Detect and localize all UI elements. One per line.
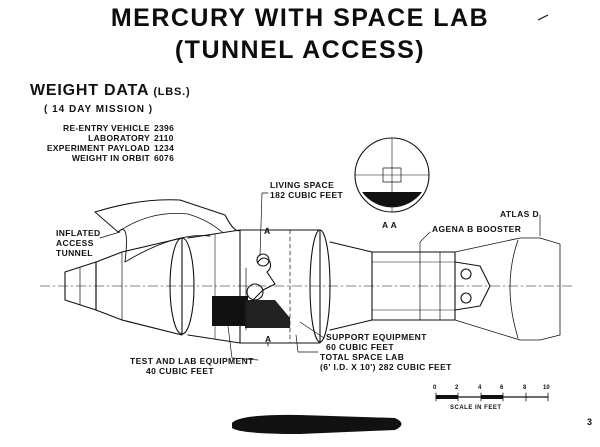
weight-row: WEIGHT IN ORBIT 6076 <box>34 153 184 163</box>
scale-tick: 0 <box>433 385 437 391</box>
label-section-view: A A <box>382 220 398 230</box>
agena-engine <box>454 261 491 311</box>
label-test-equipment: TEST AND LAB EQUIPMENT 40 CUBIC FEET <box>130 356 254 376</box>
weight-row-label: RE-ENTRY VEHICLE <box>63 123 150 133</box>
label-living-space: LIVING SPACE 182 CUBIC FEET <box>270 180 344 200</box>
weight-row-label: LABORATORY <box>88 133 150 143</box>
leader-test-equipment <box>227 325 259 361</box>
label-support-equipment: SUPPORT EQUIPMENT 60 CUBIC FEET <box>326 332 427 352</box>
weight-row-label: WEIGHT IN ORBIT <box>71 153 150 163</box>
weight-row-value: 2396 <box>154 123 175 133</box>
leader-living-space <box>259 192 269 257</box>
label-section-a-top: A <box>264 226 271 236</box>
scale-tick: 8 <box>523 385 527 391</box>
label-agena-b: AGENA B BOOSTER <box>432 224 522 234</box>
margin-mark <box>537 14 549 21</box>
capsule-body <box>95 237 183 336</box>
astronaut-figure <box>252 257 276 301</box>
weight-data-heading: WEIGHT DATA(LBS.) <box>30 82 191 100</box>
adapter-to-agena <box>329 241 373 331</box>
label-atlas-d: ATLAS D <box>500 209 539 219</box>
scale-tick: 4 <box>478 385 482 391</box>
page-title: MERCURY WITH SPACE LAB <box>110 4 490 32</box>
mission-duration: ( 14 DAY MISSION ) <box>44 104 154 115</box>
adapter-section <box>187 229 241 344</box>
leader-total-lab <box>295 334 319 353</box>
space-lab-cylinder <box>239 229 321 344</box>
label-inflated-tunnel: INFLATED ACCESS TUNNEL <box>56 228 101 258</box>
scale-tick: 6 <box>500 385 504 391</box>
lab-aft-bulkhead <box>309 229 331 343</box>
weight-row: RE-ENTRY VEHICLE 2396 <box>34 123 184 133</box>
leader-support <box>299 321 325 339</box>
weight-data-title: WEIGHT DATA <box>30 82 150 99</box>
weight-row-value: 1234 <box>154 143 175 153</box>
label-total-space-lab: TOTAL SPACE LAB (6' I.D. X 10') 282 CUBI… <box>320 352 452 372</box>
weight-row-label: EXPERIMENT PAYLOAD <box>46 143 150 153</box>
atlas-d-stage <box>454 237 561 341</box>
weight-row: LABORATORY 2110 <box>34 133 184 143</box>
scale-title: SCALE IN FEET <box>450 405 502 411</box>
page-subtitle: (TUNNEL ACCESS) <box>174 36 426 64</box>
leader-agena <box>419 231 431 253</box>
weight-row: EXPERIMENT PAYLOAD 1234 <box>34 143 184 153</box>
agena-b-booster <box>371 251 456 321</box>
leader-tunnel <box>99 231 121 239</box>
lab-equipment-block <box>212 296 248 326</box>
weight-data-unit: (LBS.) <box>153 86 191 98</box>
label-section-a-bottom: A <box>265 334 272 344</box>
page-number: 3 <box>586 417 592 427</box>
scale-tick: 2 <box>455 385 459 391</box>
section-aa-floor <box>362 192 422 208</box>
scale-tick: 10 <box>543 385 550 391</box>
weight-row-value: 6076 <box>154 153 175 163</box>
redaction-mark <box>232 414 402 434</box>
inflated-tunnel-outline <box>94 199 241 232</box>
weight-row-value: 2110 <box>154 133 174 143</box>
